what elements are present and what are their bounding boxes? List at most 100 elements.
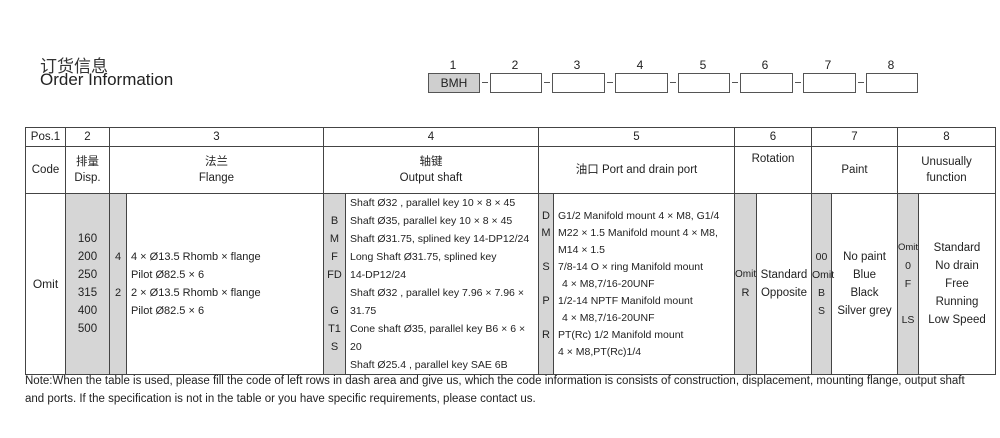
flange-label-cn: 法兰 — [205, 156, 228, 168]
port-code: M — [541, 226, 551, 239]
rotation-code: R — [741, 287, 750, 299]
unusual-label-line1: Unusually — [921, 156, 972, 168]
displacement-label-en: Disp. — [74, 172, 101, 184]
order-code-box-bmh: BMH — [428, 73, 480, 93]
order-code-box[interactable] — [678, 73, 730, 93]
position-number: 3 — [573, 58, 581, 72]
port-description: 7/8-14 O × ring Manifold mount — [558, 260, 704, 273]
port-label-en: Port and drain port — [601, 164, 698, 176]
port-code: R — [542, 328, 550, 341]
dash — [607, 82, 613, 83]
table-header-position-row: Pos.1 2 3 4 5 6 7 8 — [25, 127, 996, 147]
port-descriptions: G1/2 Manifold mount 4 × M8, G1/4 M22 × 1… — [553, 193, 735, 375]
port-description: M22 × 1.5 Manifold mount 4 × M8, — [558, 226, 718, 239]
table-body-row: Omit 160 200 250 315 400 500 4 2 4 × Ø13… — [25, 193, 996, 375]
unusual-description: Free — [945, 278, 969, 290]
position-number: 2 — [511, 58, 519, 72]
shaft-code: B — [330, 215, 339, 227]
unusual-code: Omit — [898, 242, 919, 253]
paint-code: 00 — [815, 251, 828, 263]
unusual-code: F — [904, 278, 912, 290]
order-code-box[interactable] — [740, 73, 793, 93]
unusual-codes: Omit 0 F LS — [897, 193, 919, 375]
shaft-description: 14-DP12/24 — [350, 269, 407, 281]
position-number: 4 — [636, 58, 644, 72]
port-code: P — [542, 294, 550, 307]
port-label-cn: 油口 — [575, 164, 599, 176]
dash — [795, 82, 801, 83]
flange-label-en: Flange — [198, 172, 235, 184]
order-code-box[interactable] — [490, 73, 542, 93]
position-number: 8 — [887, 58, 895, 72]
flange-descriptions: 4 × Ø13.5 Rhomb × flange Pilot Ø82.5 × 6… — [126, 193, 324, 375]
paint-description: Black — [850, 287, 879, 299]
header-rotation: Rotation — [734, 146, 812, 194]
shaft-code: M — [329, 233, 340, 245]
position-number: 1 — [449, 58, 457, 72]
shaft-description: Long Shaft Ø31.75, splined key — [350, 251, 497, 263]
paint-code: Omit — [812, 269, 835, 281]
flange-code: 2 — [114, 287, 122, 299]
displacement-value: 315 — [77, 287, 98, 299]
dash — [732, 82, 738, 83]
position-number: 6 — [761, 58, 769, 72]
flange-description: 2 × Ø13.5 Rhomb × flange — [131, 287, 261, 299]
unusual-code: 0 — [905, 260, 911, 272]
shaft-label-cn: 轴键 — [419, 156, 443, 168]
title-en: Order Information — [40, 70, 174, 89]
port-description: 4 × M8,PT(Rc)1/4 — [558, 345, 642, 358]
order-table: Pos.1 2 3 4 5 6 7 8 Code 排量 Disp. 法兰 Fla… — [25, 127, 996, 375]
displacement-value: 250 — [77, 269, 98, 281]
rotation-description: Standard — [760, 269, 808, 281]
shaft-code: FD — [327, 269, 342, 281]
header-unusual-function: Unusually function — [897, 146, 996, 194]
shaft-description: Shaft Ø25.4 , parallel key SAE 6B — [350, 359, 508, 371]
header-pos-label: Pos.1 — [25, 127, 66, 147]
displacement-value: 200 — [77, 251, 98, 263]
unusual-description: Running — [935, 296, 979, 308]
unusual-label-line2: function — [926, 172, 967, 184]
unusual-code: LS — [901, 314, 915, 326]
port-description: 4 × M8,7/16-20UNF — [562, 311, 655, 324]
displacement-value: 500 — [77, 323, 98, 335]
order-code-box[interactable] — [552, 73, 605, 93]
shaft-label-en: Output shaft — [399, 172, 463, 184]
port-code: S — [542, 260, 550, 273]
shaft-description: Cone shaft Ø35, parallel key B6 × 6 × 20 — [350, 323, 526, 353]
port-codes: D M S P R — [538, 193, 554, 375]
omit-cell: Omit — [25, 193, 66, 375]
paint-descriptions: No paint Blue Black Silver grey — [831, 193, 898, 375]
paint-code: S — [817, 305, 825, 317]
order-code-box[interactable] — [615, 73, 668, 93]
header-pos-2: 2 — [65, 127, 110, 147]
shaft-descriptions: Shaft Ø32 , parallel key 10 × 8 × 45 Sha… — [345, 193, 539, 375]
header-displacement: 排量 Disp. — [65, 146, 110, 194]
port-code: D — [542, 209, 550, 222]
paint-code: B — [817, 287, 825, 299]
port-description: PT(Rc) 1/2 Manifold mount — [558, 328, 684, 341]
header-code-label: Code — [25, 146, 66, 194]
port-description: M14 × 1.5 — [558, 243, 605, 256]
header-pos-6: 6 — [734, 127, 812, 147]
unusual-description: No drain — [935, 260, 979, 272]
port-description: G1/2 Manifold mount 4 × M8, G1/4 — [558, 209, 720, 222]
header-pos-7: 7 — [811, 127, 898, 147]
table-header-code-row: Code 排量 Disp. 法兰 Flange 轴键 Output shaft … — [25, 146, 996, 194]
shaft-code: T1 — [328, 323, 341, 335]
flange-description: 4 × Ø13.5 Rhomb × flange — [131, 251, 261, 263]
displacement-value: 400 — [77, 305, 98, 317]
order-code-box[interactable] — [803, 73, 856, 93]
order-code-box[interactable] — [866, 73, 918, 93]
title-cn: 订货信息 — [40, 57, 108, 76]
header-port: 油口 Port and drain port — [538, 146, 735, 194]
dash — [482, 82, 488, 83]
shaft-description: Shaft Ø32 , parallel key 7.96 × 7.96 × 3… — [350, 287, 524, 317]
header-flange: 法兰 Flange — [109, 146, 324, 194]
port-description: 4 × M8,7/16-20UNF — [562, 277, 655, 290]
flange-code: 4 — [114, 251, 122, 263]
paint-codes: 00 Omit B S — [811, 193, 835, 375]
rotation-codes: Omit R — [734, 193, 757, 375]
shaft-description: Shaft Ø35, parallel key 10 × 8 × 45 — [350, 215, 513, 227]
order-note: Note:When the table is used, please fill… — [25, 375, 965, 405]
shaft-description: Shaft Ø31.75, splined key 14-DP12/24 — [350, 233, 530, 245]
